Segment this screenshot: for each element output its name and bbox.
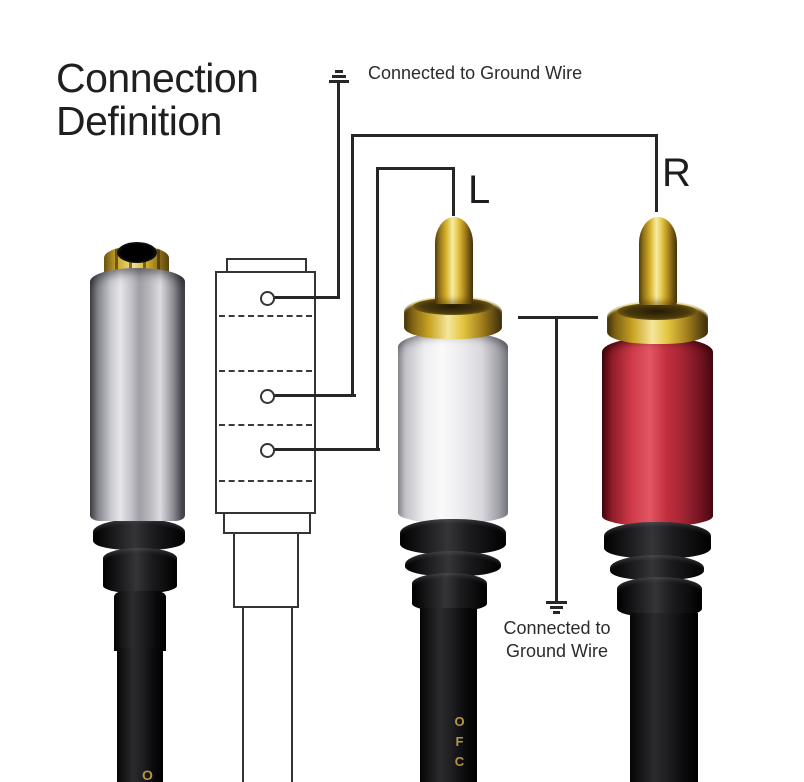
plug-schematic-collar bbox=[223, 512, 311, 534]
ring-contact-wire bbox=[270, 394, 356, 397]
jack-opening bbox=[117, 242, 157, 263]
rca-right-cable bbox=[630, 613, 698, 782]
jack-barrel bbox=[90, 268, 185, 521]
left-channel-wire-horizontal bbox=[376, 167, 455, 170]
ground-wire-vertical bbox=[337, 83, 340, 299]
page-title-line2: Definition bbox=[56, 98, 222, 144]
jack-cable-marking: O bbox=[142, 767, 153, 782]
bottom-ground-label-line2: Ground Wire bbox=[505, 641, 609, 661]
jack-cable-neck bbox=[114, 591, 166, 651]
jack-base-ring bbox=[93, 519, 185, 550]
rca-right-pin bbox=[639, 217, 677, 305]
plug-schematic-divider bbox=[219, 424, 312, 426]
page-title: Connection Definition bbox=[56, 55, 259, 144]
rca-left-cable-marking: OFC bbox=[452, 714, 467, 774]
ground-icon-top bbox=[329, 80, 349, 83]
jack-strain-relief bbox=[103, 548, 177, 593]
plug-schematic-divider bbox=[219, 480, 312, 482]
left-channel-wire-vertical-right bbox=[452, 167, 455, 216]
ground-icon-bottom bbox=[546, 601, 567, 604]
rca-right-body bbox=[602, 337, 713, 526]
left-channel-label: L bbox=[468, 168, 491, 212]
rca-left-base-step bbox=[405, 551, 501, 576]
plug-schematic-divider bbox=[219, 315, 312, 317]
right-channel-wire-horizontal bbox=[351, 134, 658, 137]
rca-left-pin bbox=[435, 217, 473, 304]
rca-left-cup-opening bbox=[413, 298, 493, 315]
right-channel-wire-vertical-right bbox=[655, 134, 658, 212]
rca-left-body bbox=[398, 332, 508, 523]
plug-schematic-cable-left-edge bbox=[242, 606, 244, 782]
ground-icon-bottom bbox=[553, 611, 560, 614]
rca-right-base bbox=[604, 522, 711, 558]
left-channel-wire-vertical-left bbox=[376, 167, 379, 451]
ground-icon-top bbox=[335, 70, 343, 73]
rca-left-boot bbox=[412, 573, 487, 611]
rca-right-cup-opening bbox=[617, 303, 697, 320]
jack-cable bbox=[117, 648, 163, 782]
tip-contact-point bbox=[260, 291, 275, 306]
ground-icon-bottom bbox=[550, 606, 563, 609]
shield-link-wire-vertical bbox=[555, 316, 558, 601]
top-ground-label: Connected to Ground Wire bbox=[368, 63, 583, 83]
rca-left-base bbox=[400, 519, 506, 554]
ground-icon-top bbox=[332, 75, 346, 78]
shield-link-wire-horizontal bbox=[518, 316, 598, 319]
sleeve-contact-wire bbox=[270, 448, 380, 451]
right-channel-wire-vertical-left bbox=[351, 134, 354, 397]
plug-schematic-boot bbox=[233, 532, 299, 608]
rca-left-cable bbox=[420, 608, 477, 782]
plug-schematic-cable-right-edge bbox=[291, 606, 293, 782]
right-channel-label: R bbox=[662, 151, 691, 195]
ring-contact-point bbox=[260, 389, 275, 404]
rca-right-boot bbox=[617, 577, 702, 617]
page-title-line1: Connection bbox=[56, 55, 259, 101]
tip-contact-wire bbox=[270, 296, 340, 299]
bottom-ground-label-line1: Connected to bbox=[503, 618, 611, 638]
sleeve-contact-point bbox=[260, 443, 275, 458]
plug-schematic-divider bbox=[219, 370, 312, 372]
rca-right-base-step bbox=[610, 555, 704, 580]
bottom-ground-label: Connected to Ground Wire bbox=[472, 617, 642, 663]
